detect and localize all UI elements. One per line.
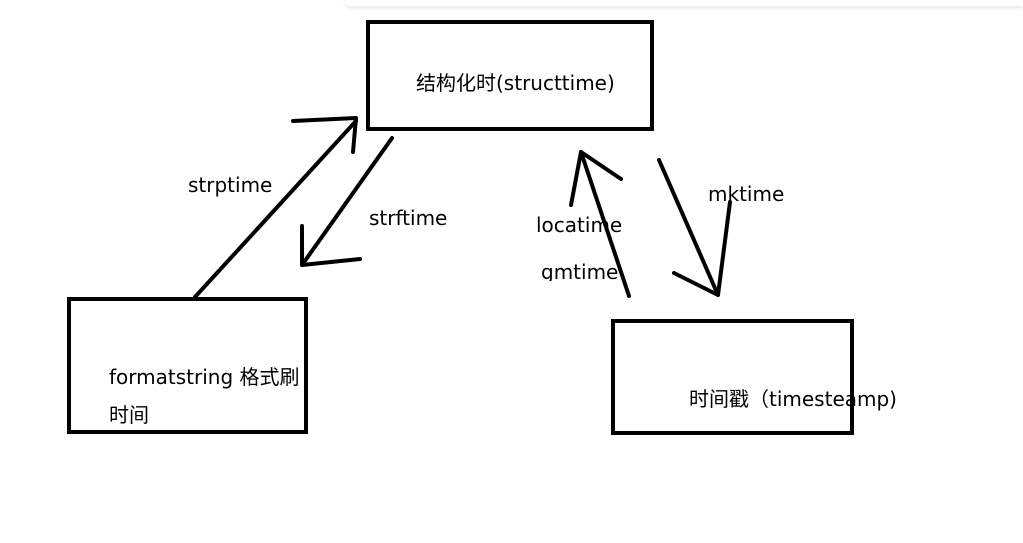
struct-time-label: 结构化时(structtime) <box>416 71 615 95</box>
timestamp-label-clip: 时间戳（timesteamp) <box>689 384 909 411</box>
strftime-arrow <box>300 136 394 267</box>
strptime-label: strptime <box>188 173 273 197</box>
format-string-label-line1: formatstring 格式刷 <box>109 365 300 389</box>
struct-time-node <box>366 20 654 131</box>
mktime-label: mktime <box>708 182 785 206</box>
timestamp-node <box>611 319 854 435</box>
strptime-arrow <box>193 119 358 299</box>
localtime-label: locatime <box>536 213 623 237</box>
strftime-label: strftime <box>369 206 448 230</box>
gmtime-label-clip: gmtime <box>541 258 641 281</box>
format-string-node <box>67 297 308 434</box>
localtime-arrowhead <box>569 150 623 207</box>
format-string-label-line2: 时间 <box>109 403 149 427</box>
mktime-arrow <box>657 158 720 297</box>
timestamp-label: 时间戳（timesteamp) <box>689 387 897 411</box>
window-edge <box>345 0 1023 6</box>
gmtime-label: gmtime <box>541 260 619 281</box>
localtime-arrow <box>579 150 631 298</box>
strptime-arrowhead <box>291 116 358 154</box>
strftime-arrowhead <box>300 224 362 267</box>
mktime-arrowhead <box>672 200 732 297</box>
